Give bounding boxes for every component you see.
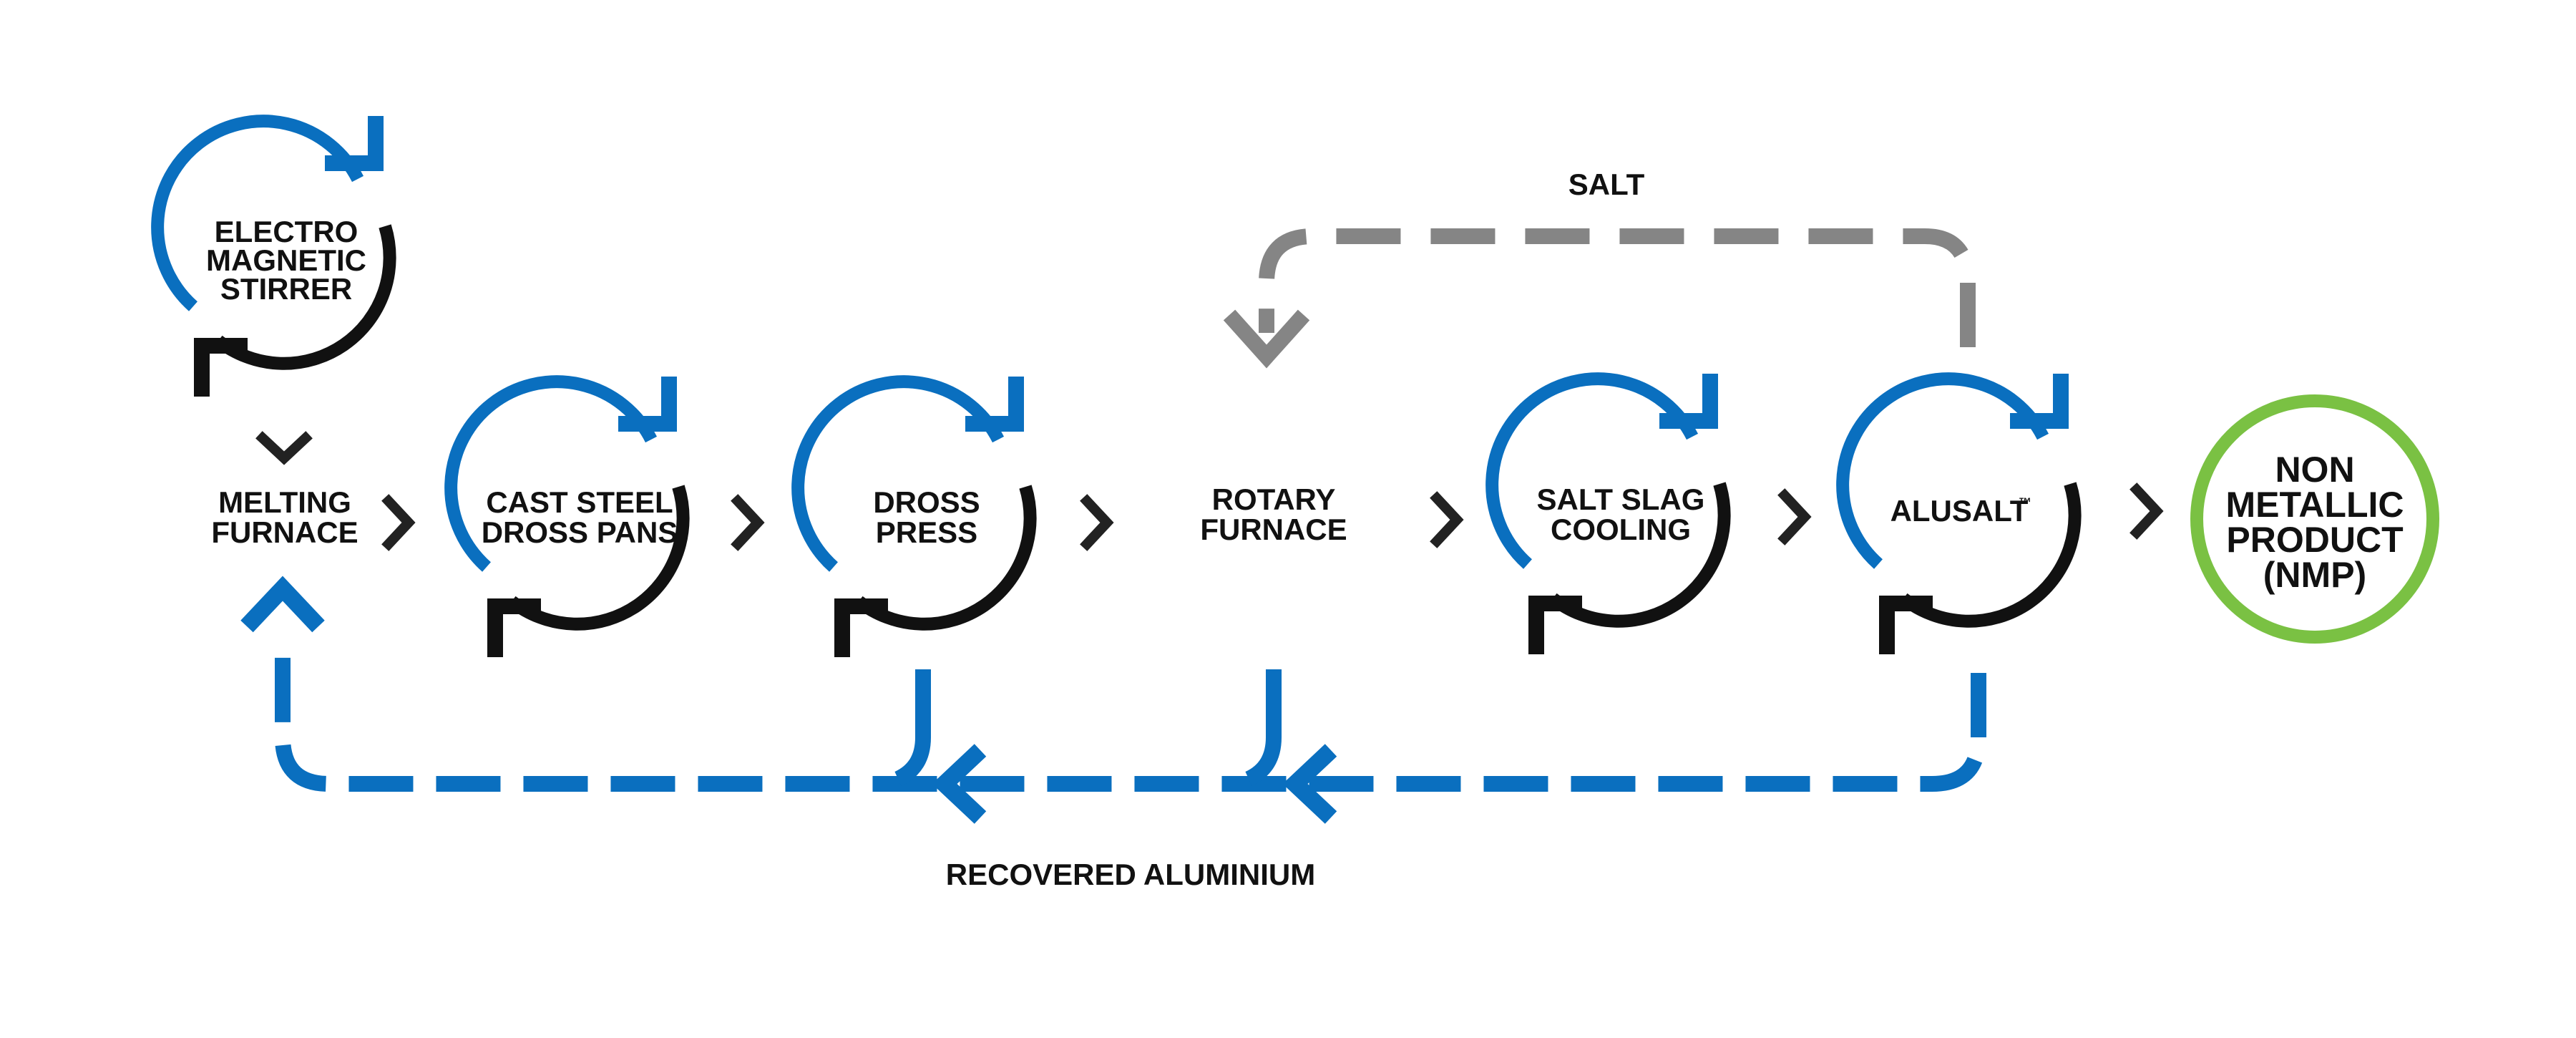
stage-electro-magnetic-stirrer: ELECTRO MAGNETIC STIRRER xyxy=(157,121,389,389)
recovered-aluminium-flow: RECOVERED ALUMINIUM xyxy=(240,576,1986,891)
chevron-right-icon xyxy=(1437,498,1457,541)
chevron-right-icon xyxy=(738,501,758,544)
stage-cast-steel-dross-pans: CAST STEEL DROSS PANS xyxy=(451,382,683,649)
chevron-right-icon xyxy=(1087,501,1107,544)
aluminium-arrowhead-to-melting-furnace-icon xyxy=(240,576,325,633)
stirrer-label-line2: MAGNETIC xyxy=(206,243,366,277)
dross-press-label-line1: DROSS xyxy=(873,485,980,519)
stirrer-label-line1: ELECTRO xyxy=(215,215,358,248)
aluminium-return-line-dross-press xyxy=(894,669,931,787)
nmp-label-line2: METALLIC xyxy=(2225,485,2404,525)
dross-pans-label-line2: DROSS PANS xyxy=(482,515,678,549)
salt-return-flow: SALT xyxy=(1223,168,1976,369)
alusalt-label: ALUSALT xyxy=(1890,494,2029,528)
salt-arrowhead-icon xyxy=(1223,309,1310,369)
stage-non-metallic-product: NON METALLIC PRODUCT (NMP) xyxy=(2190,394,2439,644)
aluminium-arrowhead-left-2-icon xyxy=(1282,744,1337,824)
aluminium-arrowhead-left-1-icon xyxy=(932,744,987,824)
salt-slag-cooling-label-line2: COOLING xyxy=(1551,513,1691,546)
chevron-right-icon xyxy=(2137,490,2157,533)
dross-press-label-line2: PRESS xyxy=(876,515,977,549)
salt-label: SALT xyxy=(1568,168,1645,201)
salt-return-line xyxy=(1259,228,1976,347)
nmp-label-line4: (NMP) xyxy=(2263,555,2366,595)
stage-melting-furnace: MELTING FURNACE xyxy=(211,485,358,549)
stage-rotary-furnace: ROTARY FURNACE xyxy=(1200,482,1347,546)
stage-alusalt: ALUSALT ™ xyxy=(1843,379,2074,646)
chevron-down-icon xyxy=(263,438,306,458)
melting-furnace-label-line1: MELTING xyxy=(218,485,351,519)
nmp-label-line1: NON xyxy=(2275,450,2354,490)
stirrer-label-line3: STIRRER xyxy=(220,272,352,306)
rotary-furnace-label-line2: FURNACE xyxy=(1200,513,1347,546)
salt-slag-cooling-label-line1: SALT SLAG xyxy=(1537,482,1705,516)
rotary-furnace-label-line1: ROTARY xyxy=(1212,482,1336,516)
nmp-circle xyxy=(2190,394,2439,644)
recovered-aluminium-label: RECOVERED ALUMINIUM xyxy=(946,858,1315,891)
aluminium-return-line-rotary-furnace xyxy=(1244,669,1282,787)
dross-pans-label-line1: CAST STEEL xyxy=(486,485,673,519)
chevron-right-icon xyxy=(1785,495,1805,538)
chevron-right-icon xyxy=(389,501,409,544)
stage-salt-slag-cooling: SALT SLAG COOLING xyxy=(1492,379,1724,646)
nmp-label-line3: PRODUCT xyxy=(2226,520,2403,560)
stage-dross-press: DROSS PRESS xyxy=(798,382,1030,649)
melting-furnace-label-line2: FURNACE xyxy=(211,515,358,549)
alusalt-trademark: ™ xyxy=(2019,495,2031,510)
aluminium-return-line-main xyxy=(275,637,1986,792)
